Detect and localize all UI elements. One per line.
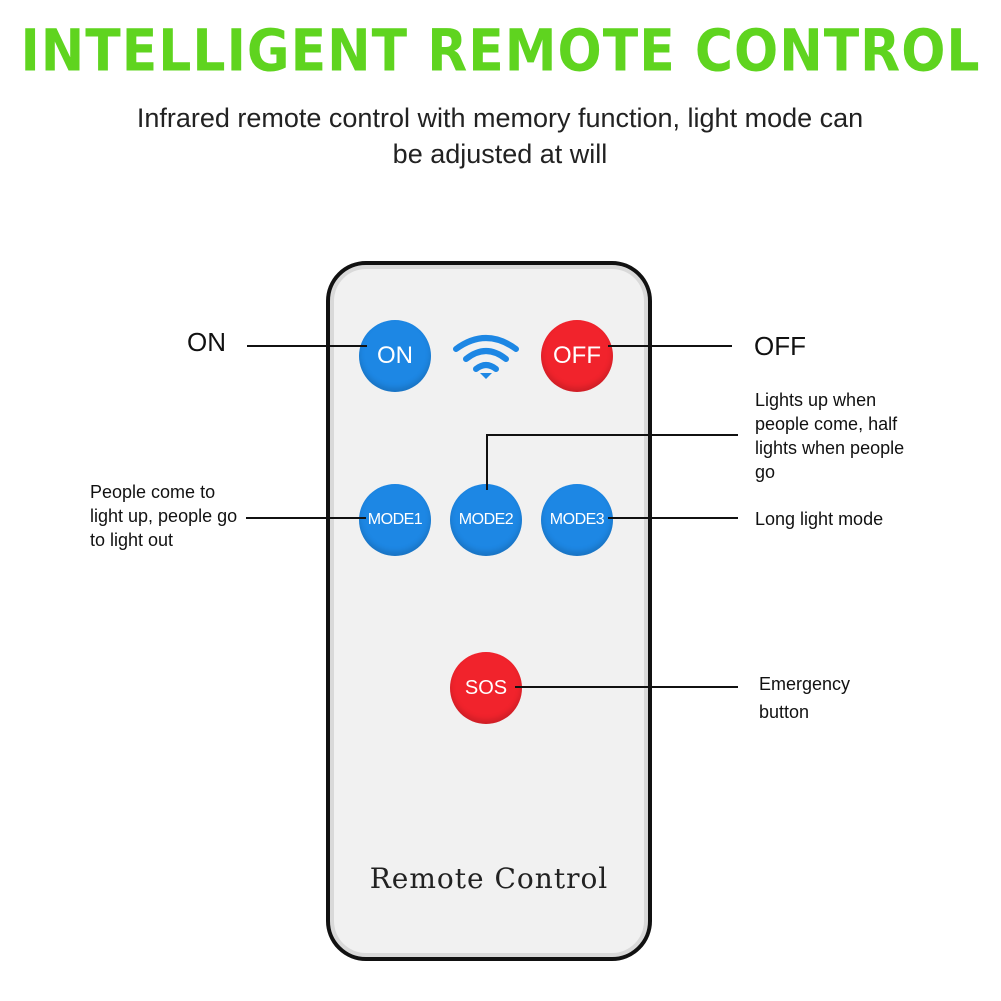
on-leader-line (247, 345, 367, 347)
off-leader-line (608, 345, 732, 347)
mode2-leader-line (486, 434, 738, 436)
wifi-signal-icon (453, 335, 519, 379)
subtitle: Infrared remote control with memory func… (136, 103, 864, 169)
mode2-button[interactable]: MODE2 (450, 484, 522, 556)
mode1-leader-line (246, 517, 366, 519)
sos-button[interactable]: SOS (450, 652, 522, 724)
mode3-leader-line (608, 517, 738, 519)
headline: INTELLIGENT REMOTE CONTROL (20, 18, 981, 86)
sos-callout: Emergency button (759, 674, 851, 722)
mode1-button[interactable]: MODE1 (359, 484, 431, 556)
mode3-button[interactable]: MODE3 (541, 484, 613, 556)
on-callout: ON (187, 327, 226, 357)
sos-leader-line (515, 686, 738, 688)
off-callout: OFF (754, 331, 806, 361)
remote-label: Remote Control (369, 862, 609, 895)
mode1-callout: People come to light up, people go to li… (90, 482, 238, 550)
mode2-callout: Lights up when people come, half lights … (755, 390, 905, 482)
off-button[interactable]: OFF (541, 320, 613, 392)
mode2-leader-vertical (486, 434, 488, 490)
mode3-callout: Long light mode (755, 509, 884, 529)
on-button[interactable]: ON (359, 320, 431, 392)
